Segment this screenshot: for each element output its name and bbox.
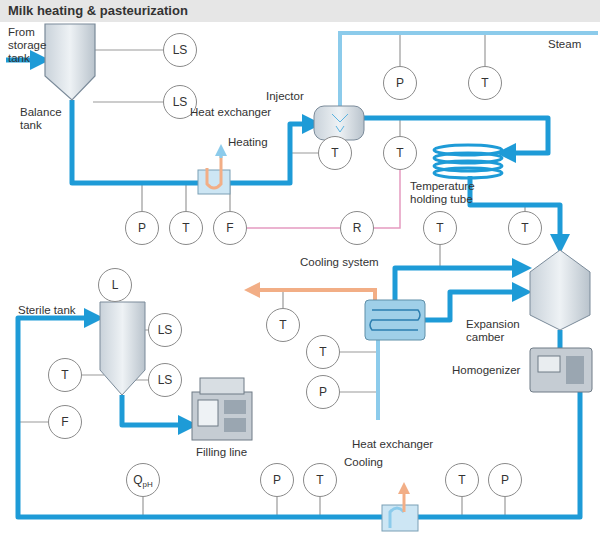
instrument-circle: T <box>508 211 542 245</box>
instrument-code: LS <box>173 95 188 109</box>
instrument-code: P <box>396 76 404 90</box>
instrument-circle: L <box>98 268 132 302</box>
part-label: From storage tank <box>8 26 60 65</box>
part-label: Expansion camber <box>466 318 532 344</box>
part-label: Cooling system <box>300 256 379 269</box>
instrument-stems <box>18 33 525 517</box>
instrument-code: T <box>458 473 465 487</box>
part-label: Balance tank <box>20 106 80 132</box>
instrument-circle: R <box>340 211 374 245</box>
part-label: Homogenizer <box>452 364 520 377</box>
instrument-circle: T <box>169 211 203 245</box>
temperature-holding-tube <box>434 145 502 178</box>
instrument-code: T <box>331 146 338 160</box>
instrument-code: F <box>226 221 233 235</box>
instrument-code: P <box>501 473 509 487</box>
heating-arrow <box>220 150 223 158</box>
cooling-arrow <box>403 488 406 512</box>
part-label: Injector <box>266 90 304 103</box>
instrument-code: P <box>319 385 327 399</box>
instrument-code: T <box>396 146 403 160</box>
instrument-circle: LS <box>148 313 182 347</box>
instrument-code: LS <box>158 323 173 337</box>
instrument-code: T <box>279 318 286 332</box>
instrument-code: T <box>436 221 443 235</box>
balance-tank <box>45 24 95 100</box>
heat-exchanger <box>382 505 418 531</box>
instrument-code: T <box>481 76 488 90</box>
instrument-circle: LS <box>163 33 197 67</box>
instrument-code: Q <box>133 473 142 487</box>
instrument-circle: T <box>303 463 337 497</box>
instrument-circle: T <box>266 308 300 342</box>
instrument-circle: LS <box>148 363 182 397</box>
part-label: Steam <box>548 38 581 51</box>
instrument-circle: T <box>318 136 352 170</box>
steam-pipe <box>340 33 598 106</box>
instrument-circle: F <box>213 211 247 245</box>
part-label: Temperature holding tube <box>410 180 502 206</box>
part-label: Heat exchanger <box>352 438 433 451</box>
instrument-code: LS <box>173 43 188 57</box>
heat-exchanger <box>198 170 230 194</box>
filling-line <box>192 378 252 440</box>
instrument-code: P <box>273 473 281 487</box>
instrument-code: R <box>353 221 362 235</box>
part-label: Cooling <box>344 456 383 469</box>
instrument-circle: P <box>383 66 417 100</box>
instrument-code: L <box>112 278 119 292</box>
instrument-circle: P <box>125 211 159 245</box>
part-label: Filling line <box>196 446 247 459</box>
instrument-circle: P <box>306 375 340 409</box>
heating-coil <box>207 152 221 188</box>
instrument-code: T <box>521 221 528 235</box>
instrument-circle: T <box>306 335 340 369</box>
warm-water-pipe <box>252 290 375 305</box>
signal-line <box>374 170 400 228</box>
diagram-title: Milk heating & pasteurization <box>8 3 188 18</box>
instrument-code: pH <box>143 480 153 489</box>
cold-water-pipe <box>376 340 380 420</box>
instrument-code: T <box>61 368 68 382</box>
instrument-circle: QpH <box>126 463 160 497</box>
part-label: Heat exchanger <box>190 106 271 119</box>
instrument-code: P <box>138 221 146 235</box>
part-label: Heating <box>228 136 268 149</box>
cooling-system <box>365 300 425 340</box>
part-label: Sterile tank <box>18 304 76 317</box>
instrument-code: F <box>61 415 68 429</box>
injector <box>314 106 364 140</box>
homogenizer <box>530 348 592 392</box>
milk-pipes <box>6 60 580 517</box>
instrument-circle: P <box>488 463 522 497</box>
instrument-code: T <box>319 345 326 359</box>
instrument-circle: T <box>383 136 417 170</box>
instrument-code: T <box>182 221 189 235</box>
expansion-chamber <box>530 250 590 330</box>
instrument-code: T <box>316 473 323 487</box>
instrument-circle: T <box>468 66 502 100</box>
instrument-code: LS <box>158 373 173 387</box>
instrument-circle: F <box>48 405 82 439</box>
instrument-circle: T <box>445 463 479 497</box>
instrument-circle: T <box>48 358 82 392</box>
instrument-circle: T <box>423 211 457 245</box>
signal-line <box>247 228 340 229</box>
title-band <box>0 0 600 22</box>
sterile-tank <box>100 302 145 395</box>
instrument-circle: P <box>260 463 294 497</box>
